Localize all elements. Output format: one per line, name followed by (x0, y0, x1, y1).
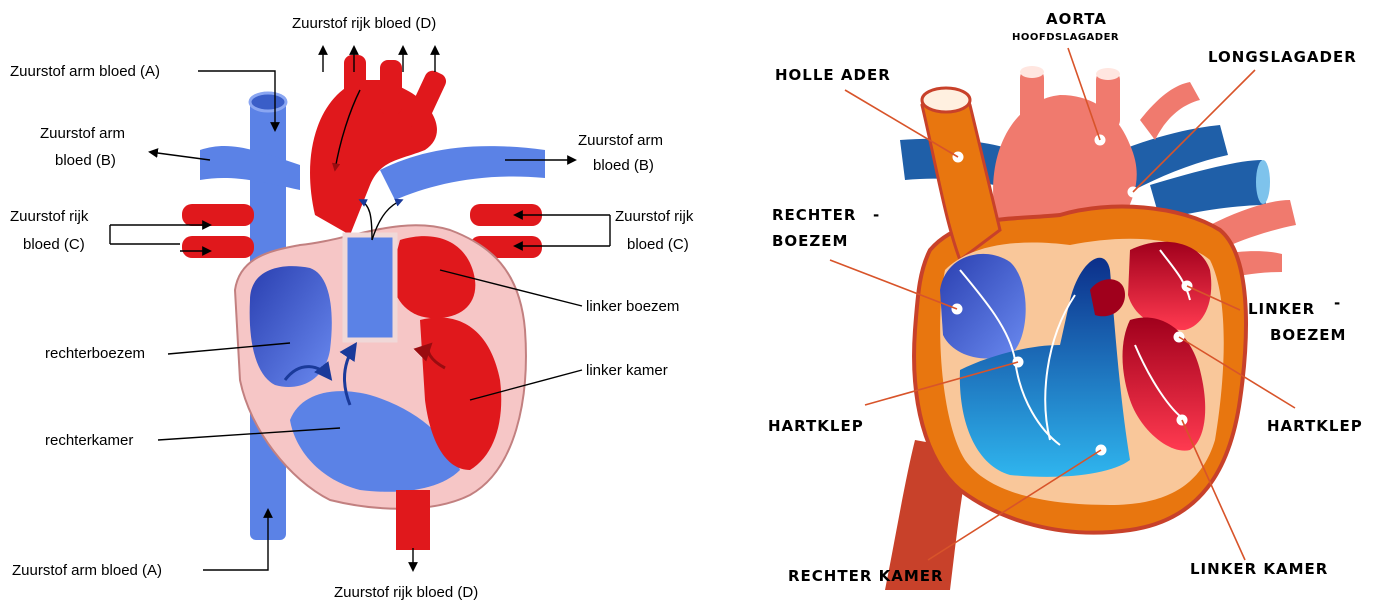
label-aorta: AORTA (1046, 10, 1107, 28)
label-linker-kamer: linker kamer (586, 362, 668, 379)
label-oxy-c-left-1: Zuurstof rijk (10, 208, 89, 225)
rechter-boezem-dash: - (873, 206, 880, 224)
label-hartklep-left: HARTKLEP (768, 417, 864, 435)
label-hoofdslagader: HOOFDSLAGADER (1012, 32, 1119, 43)
vena-cava-opening (250, 93, 286, 111)
label-rechterkamer: rechterkamer (45, 432, 133, 449)
label-rechter-boezem-1: RECHTER (772, 206, 856, 224)
label-holle-ader: HOLLE ADER (775, 66, 891, 84)
label-linker-kamer: LINKER KAMER (1190, 560, 1328, 578)
right-heart-illustration (830, 48, 1296, 590)
label-oxy-c-right-2: bloed (C) (627, 236, 689, 253)
label-deoxy-a-bottom: Zuurstof arm bloed (A) (12, 562, 162, 579)
label-hartklep-right: HARTKLEP (1267, 417, 1363, 435)
left-heart-illustration (110, 47, 610, 570)
label-longslagader: LONGSLAGADER (1208, 48, 1357, 66)
label-oxy-d-top: Zuurstof rijk bloed (D) (292, 15, 436, 32)
label-deoxy-a-top: Zuurstof arm bloed (A) (10, 63, 160, 80)
label-linker-boezem: linker boezem (586, 298, 679, 315)
label-rechter-boezem-2: BOEZEM (772, 232, 848, 250)
label-deoxy-b-left-2: bloed (B) (55, 152, 116, 169)
label-linker-boezem-2: BOEZEM (1270, 326, 1346, 344)
label-rechterboezem: rechterboezem (45, 345, 145, 362)
label-oxy-c-right-1: Zuurstof rijk (615, 208, 694, 225)
linker-boezem-dash: - (1334, 294, 1341, 312)
label-linker-boezem-1: LINKER (1248, 300, 1315, 318)
label-oxy-d-bottom: Zuurstof rijk bloed (D) (334, 584, 478, 601)
label-deoxy-b-right-1: Zuurstof arm (578, 132, 663, 149)
label-deoxy-b-right-2: bloed (B) (593, 157, 654, 174)
label-deoxy-b-left-1: Zuurstof arm (40, 125, 125, 142)
label-oxy-c-left-2: bloed (C) (23, 236, 85, 253)
label-rechter-kamer: RECHTER KAMER (788, 567, 944, 585)
